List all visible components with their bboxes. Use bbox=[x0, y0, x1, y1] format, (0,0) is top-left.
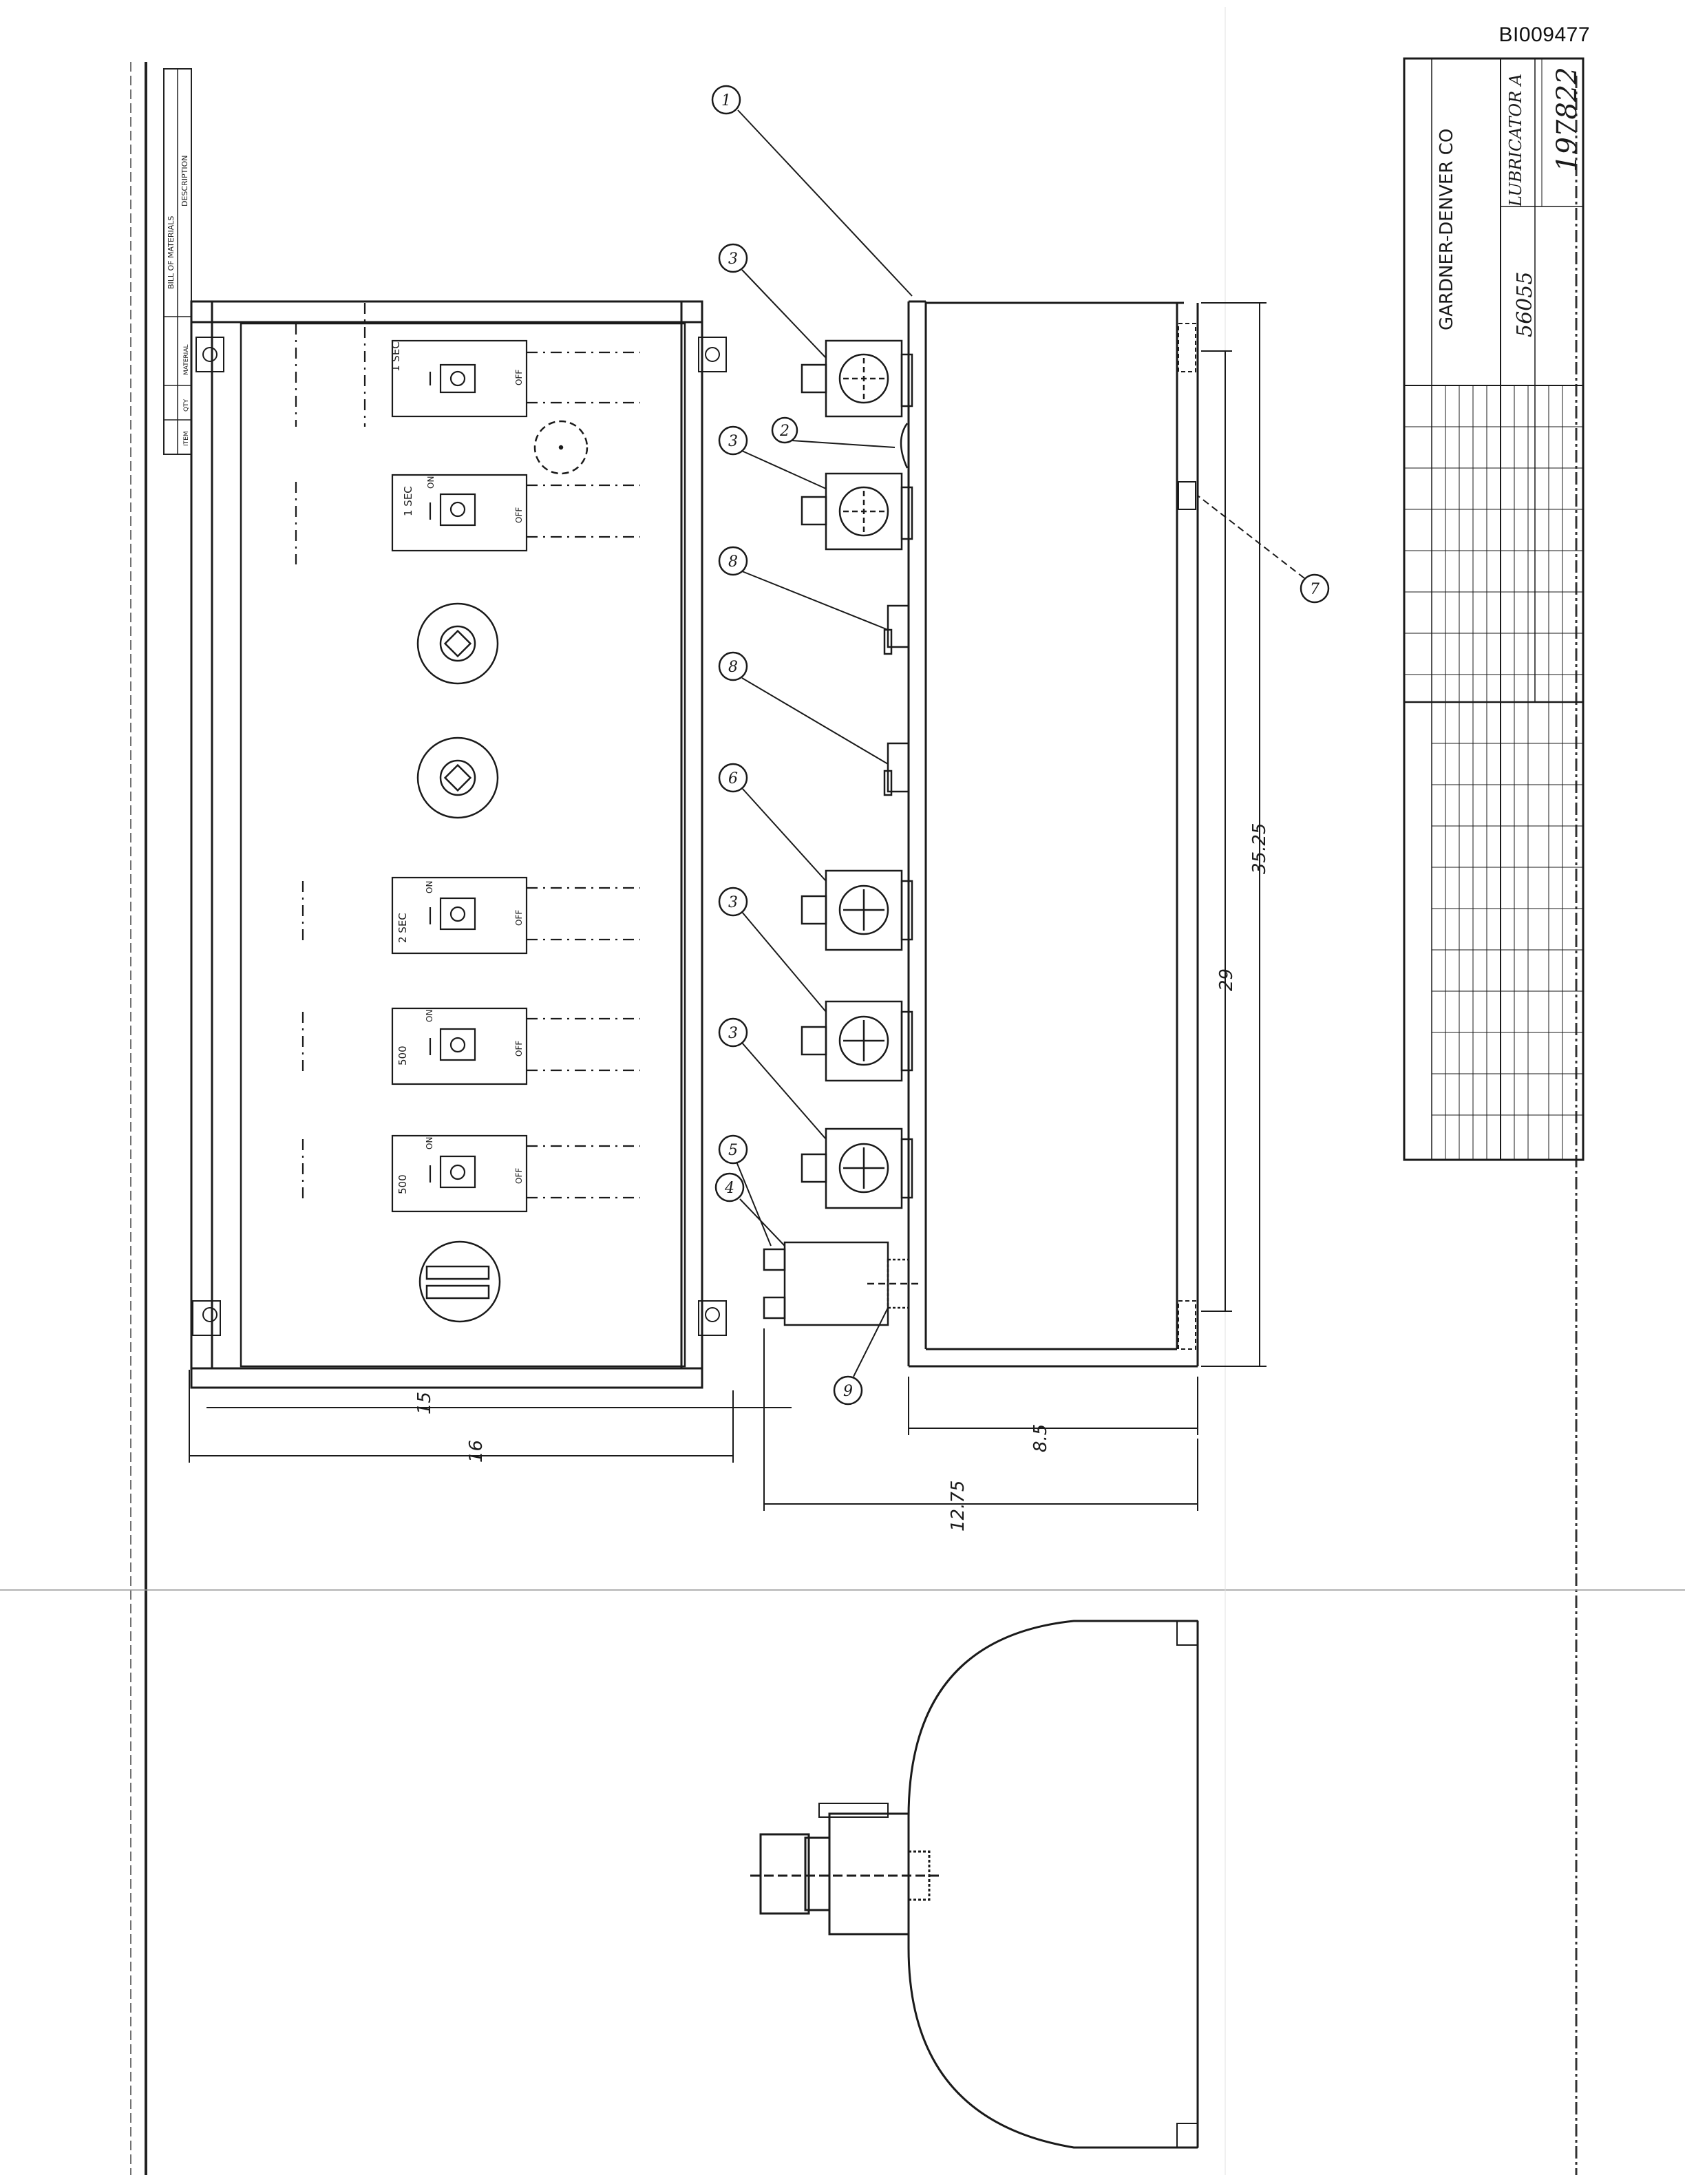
pressure-switch-icon bbox=[763, 1241, 922, 1326]
bill-of-materials-header: BILL OF MATERIALS DESCRIPTION MATERIAL Q… bbox=[163, 68, 192, 455]
bom-description-label: DESCRIPTION bbox=[180, 156, 189, 206]
dimension-lines bbox=[189, 302, 1267, 1511]
switch-4-top-label: 500 bbox=[396, 1046, 409, 1066]
switch-2-on-label: ON bbox=[426, 476, 436, 489]
solenoid-valve-icon bbox=[801, 339, 913, 1209]
leader-lines bbox=[736, 109, 1305, 1377]
panel-top-view bbox=[190, 300, 727, 1389]
balloon-label: 8 bbox=[728, 659, 738, 676]
document-id: BI009477 bbox=[1498, 23, 1590, 46]
drawing-title: LUBRICATOR A bbox=[1506, 74, 1525, 207]
switch-3-off-label: OFF bbox=[514, 910, 524, 926]
balloon-label: 1 bbox=[721, 92, 731, 109]
mounting-hole-icon bbox=[192, 337, 727, 1336]
balloon-label: 2 bbox=[779, 423, 789, 440]
switch-5-on-label: ON bbox=[425, 1137, 434, 1149]
balloon-label: 4 bbox=[724, 1180, 734, 1197]
timer-switch-5: 500 ON OFF bbox=[301, 1134, 640, 1213]
dimension-35-25: 35.25 bbox=[1249, 823, 1270, 874]
company-name: GARDNER-DENVER CO bbox=[1437, 129, 1457, 330]
balloon-label: 5 bbox=[728, 1142, 738, 1159]
dimension-16: 16 bbox=[466, 1440, 487, 1463]
timer-switch-2: 1 SEC ON OFF bbox=[295, 474, 640, 564]
switch-3-on-label: ON bbox=[425, 881, 434, 893]
balloon-label: 3 bbox=[728, 251, 738, 268]
dimension-15: 15 bbox=[414, 1392, 435, 1414]
switch-1-top-label: 1 SEC bbox=[390, 341, 402, 372]
title-block: GARDNER-DENVER CO LUBRICATOR A 56055 197… bbox=[1403, 57, 1585, 1161]
switch-3-top-label: 2 SEC bbox=[396, 913, 409, 943]
fitting-icon bbox=[883, 423, 910, 796]
balloon-label: 6 bbox=[728, 770, 738, 787]
balloon-callouts bbox=[711, 85, 1330, 1406]
enclosure-side-view bbox=[907, 300, 1199, 1368]
indicator-light-icon bbox=[533, 420, 589, 475]
switch-1-off-label: OFF bbox=[514, 370, 524, 385]
bom-qty-label: QTY bbox=[183, 399, 190, 412]
timer-switch-1: 1 SEC OFF bbox=[295, 303, 640, 427]
balloon-label: 3 bbox=[728, 894, 738, 911]
balloon-label: 3 bbox=[728, 433, 738, 450]
receptacle-icon bbox=[418, 1240, 501, 1323]
balloon-label: 9 bbox=[843, 1383, 853, 1400]
dimension-29: 29 bbox=[1216, 968, 1237, 991]
balloon-label: 3 bbox=[728, 1025, 738, 1042]
switch-5-off-label: OFF bbox=[514, 1168, 524, 1184]
push-button-icon bbox=[416, 602, 499, 819]
switch-4-off-label: OFF bbox=[514, 1041, 524, 1057]
dimension-12-75: 12.75 bbox=[948, 1481, 968, 1531]
balloon-label: 8 bbox=[728, 553, 738, 571]
switch-2-off-label: OFF bbox=[514, 507, 524, 523]
drawing-number: 197822 bbox=[1551, 67, 1583, 172]
timer-switch-4: 500 ON OFF bbox=[301, 1007, 640, 1085]
bom-material-label: MATERIAL bbox=[183, 345, 190, 376]
bom-label: BILL OF MATERIALS bbox=[167, 216, 176, 289]
bom-item-label: ITEM bbox=[183, 431, 190, 446]
job-number: 56055 bbox=[1513, 272, 1537, 337]
enclosure-end-view bbox=[750, 1620, 1199, 2149]
balloon-label: 7 bbox=[1310, 581, 1320, 598]
switch-4-on-label: ON bbox=[425, 1010, 434, 1022]
timer-switch-3: 2 SEC ON OFF bbox=[301, 876, 640, 955]
switch-2-top-label: 1 SEC bbox=[402, 486, 414, 516]
dimension-8-5: 8.5 bbox=[1030, 1424, 1051, 1452]
switch-5-top-label: 500 bbox=[396, 1174, 409, 1194]
